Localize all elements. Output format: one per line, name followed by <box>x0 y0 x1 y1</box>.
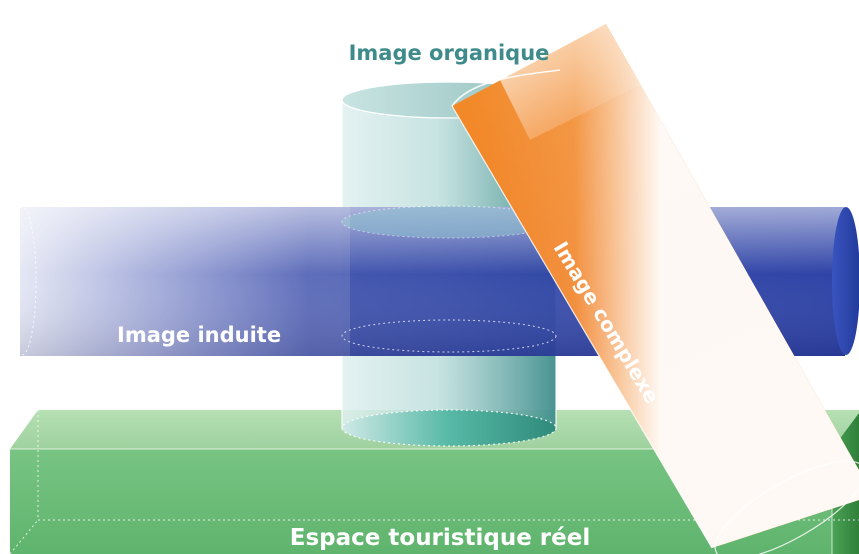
organic-image-label: Image organique <box>349 41 550 65</box>
tube-left-end <box>7 206 37 356</box>
complex-image-beam <box>451 24 859 554</box>
tube-right-end <box>832 207 859 355</box>
induced-image-label: Image induite <box>117 323 281 347</box>
cylinder-bottom <box>342 410 556 446</box>
beam-bottom-end <box>714 460 859 554</box>
real-tourist-space-label: Espace touristique réel <box>290 525 590 551</box>
